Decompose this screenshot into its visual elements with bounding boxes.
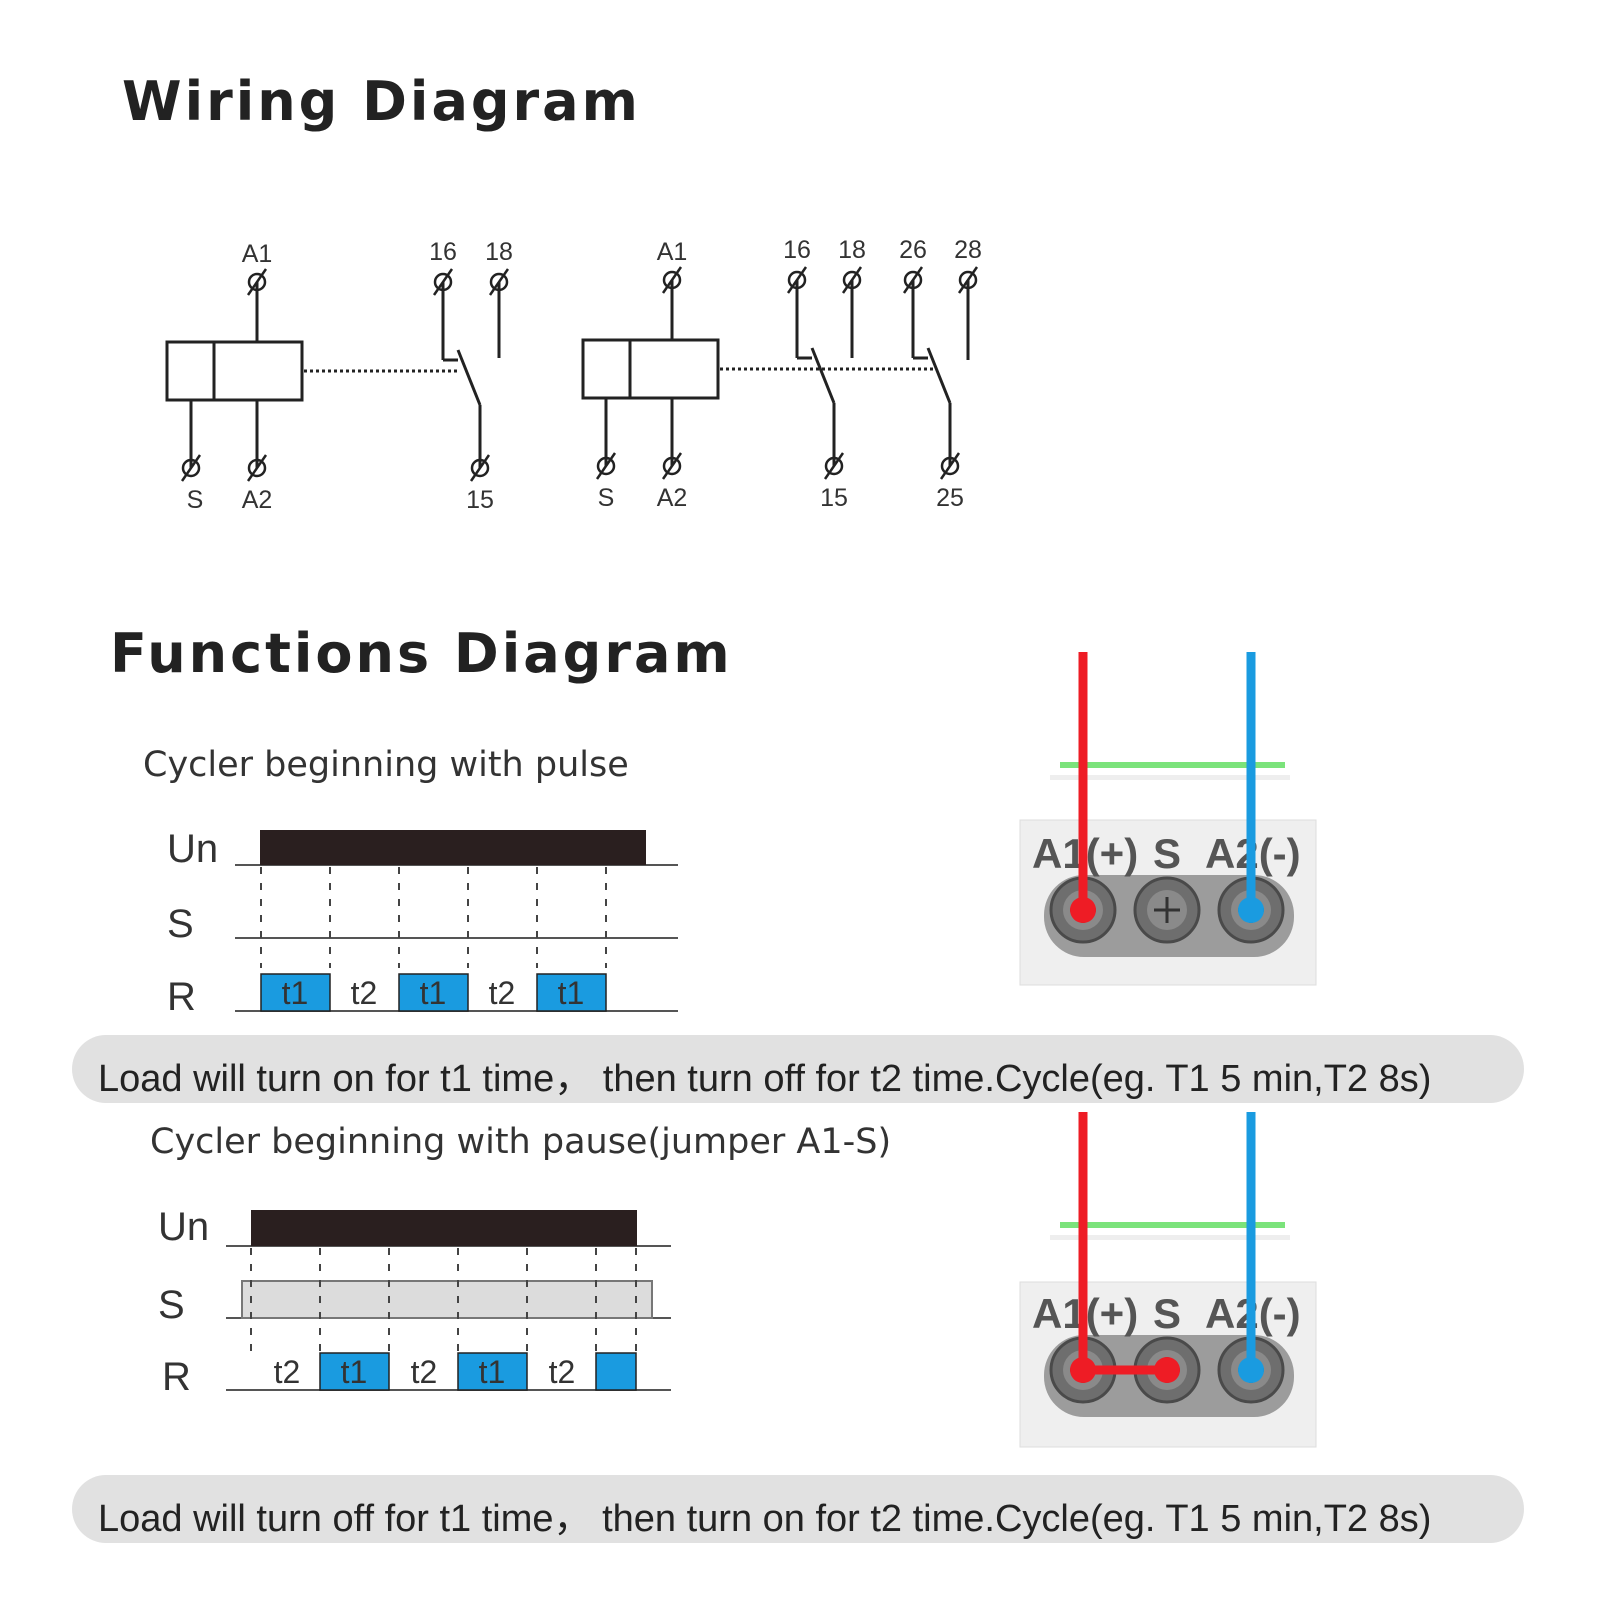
pulse-block	[595, 1352, 637, 1391]
segment-label: t2	[411, 1354, 438, 1390]
wire-negative-endpoint	[1238, 897, 1264, 923]
timing-diagram-pulse: Un S R t1 t2 t1 t2 t1	[167, 827, 678, 1019]
relay-2-terminals	[595, 266, 979, 480]
timing-diagram-pause: Un S R t2 t1 t2 t1 t2	[158, 1205, 671, 1399]
green-strip	[1060, 1222, 1285, 1228]
terminal-symbol	[661, 266, 683, 294]
relay-2-label-s: S	[598, 484, 615, 512]
relay-1-schematic	[165, 282, 501, 468]
wire-negative-endpoint	[1238, 1357, 1264, 1383]
jumper-s-level	[241, 1280, 653, 1319]
pulse-block	[319, 1352, 390, 1391]
terminal-block-1: A1(+) S A2(-)	[1019, 652, 1317, 986]
row-label-s: S	[158, 1283, 185, 1327]
terminal-label-s: S	[1153, 830, 1181, 877]
terminal-symbol	[432, 268, 454, 296]
segment-label: t2	[549, 1354, 576, 1390]
caption-pause-text: Load will turn off for t1 time， then tur…	[98, 1498, 1432, 1540]
screw-icon	[1133, 876, 1201, 944]
pulse-subtitle: Cycler beginning with pulse	[143, 745, 629, 785]
relay-2-coil	[581, 338, 720, 400]
terminal-symbol	[939, 452, 961, 480]
relay-1-label-15: 15	[466, 486, 494, 514]
wire-positive-endpoint	[1070, 1357, 1096, 1383]
pulse-block	[398, 973, 469, 1012]
caption-pulse: Load will turn on for t1 time， then turn…	[72, 1035, 1524, 1103]
terminal-symbol	[488, 268, 510, 296]
jumper-endpoint	[1154, 1357, 1180, 1383]
relay-1-terminals	[180, 268, 510, 482]
relay-2-label-a2: A2	[657, 484, 688, 512]
segment-label: t2	[489, 975, 516, 1011]
pulse-block	[536, 973, 607, 1012]
terminal-symbol	[246, 268, 268, 296]
relay-2-label-28: 28	[954, 236, 982, 264]
segment-label: t1	[282, 975, 309, 1011]
terminal-symbol	[957, 266, 979, 294]
relay-1-label-16: 16	[429, 238, 457, 266]
green-strip	[1060, 762, 1285, 768]
segment-label: t1	[420, 975, 447, 1011]
pulse-block	[457, 1352, 528, 1391]
terminal-symbol	[661, 452, 683, 480]
functions-diagram-title: Functions Diagram	[110, 622, 733, 685]
row-label-r: R	[162, 1355, 191, 1399]
terminal-symbol	[786, 266, 808, 294]
row-label-s: S	[167, 902, 194, 946]
segment-label: t1	[479, 1354, 506, 1390]
wire-positive-endpoint	[1070, 897, 1096, 923]
terminal-symbol	[841, 266, 863, 294]
terminal-symbol	[595, 452, 617, 480]
row-label-un: Un	[167, 827, 218, 871]
segment-label: t2	[274, 1354, 301, 1390]
row-label-r: R	[167, 975, 196, 1019]
relay-1-coil	[165, 340, 304, 402]
segment-label: t1	[558, 975, 585, 1011]
terminal-symbol	[902, 266, 924, 294]
supply-bar	[260, 830, 646, 865]
pause-subtitle: Cycler beginning with pause(jumper A1-S)	[150, 1122, 892, 1162]
terminal-block-2: A1(+) S A2(-)	[1019, 1112, 1317, 1448]
relay-2-label-25: 25	[936, 484, 964, 512]
relay-1-label-a1: A1	[242, 240, 273, 268]
caption-pulse-text: Load will turn on for t1 time， then turn…	[98, 1058, 1432, 1100]
relay-2-label-18: 18	[838, 236, 866, 264]
supply-bar	[251, 1210, 637, 1246]
relay-1-label-a2: A2	[242, 486, 273, 514]
relay-1-label-s: S	[187, 486, 204, 514]
pulse-block	[260, 973, 331, 1012]
relay-2-schematic	[581, 280, 970, 466]
relay-2-label-26: 26	[899, 236, 927, 264]
terminal-symbol	[180, 454, 202, 482]
terminal-symbol	[469, 454, 491, 482]
terminal-symbol	[823, 452, 845, 480]
terminal-label-s: S	[1153, 1290, 1181, 1337]
relay-2-label-a1: A1	[657, 238, 688, 266]
relay-1-label-18: 18	[485, 238, 513, 266]
wiring-diagram-title: Wiring Diagram	[122, 70, 641, 133]
segment-label: t1	[341, 1354, 368, 1390]
row-label-un: Un	[158, 1205, 209, 1249]
relay-2-label-16: 16	[783, 236, 811, 264]
relay-2-label-15: 15	[820, 484, 848, 512]
terminal-symbol	[246, 454, 268, 482]
segment-label: t2	[351, 975, 378, 1011]
caption-pause: Load will turn off for t1 time， then tur…	[72, 1475, 1524, 1543]
